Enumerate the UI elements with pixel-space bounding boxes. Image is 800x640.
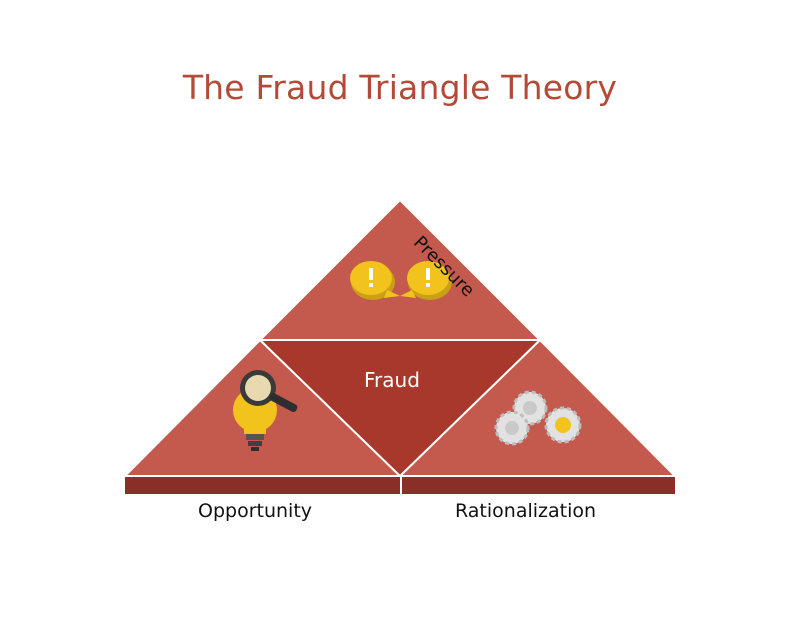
base-left (125, 476, 400, 494)
exclamation-speech-bubbles-icon (350, 261, 452, 300)
fraud-center-label: Fraud (364, 368, 420, 392)
pressure-section (257, 198, 543, 341)
lightbulb-magnifier-icon (233, 370, 298, 451)
fraud-center-section (257, 339, 543, 478)
opportunity-label: Opportunity (198, 500, 313, 522)
gears-icon (494, 390, 582, 446)
rationalization-label: Rationalization (455, 500, 597, 522)
base-right (402, 476, 675, 494)
page-title: The Fraud Triangle Theory (182, 68, 618, 107)
